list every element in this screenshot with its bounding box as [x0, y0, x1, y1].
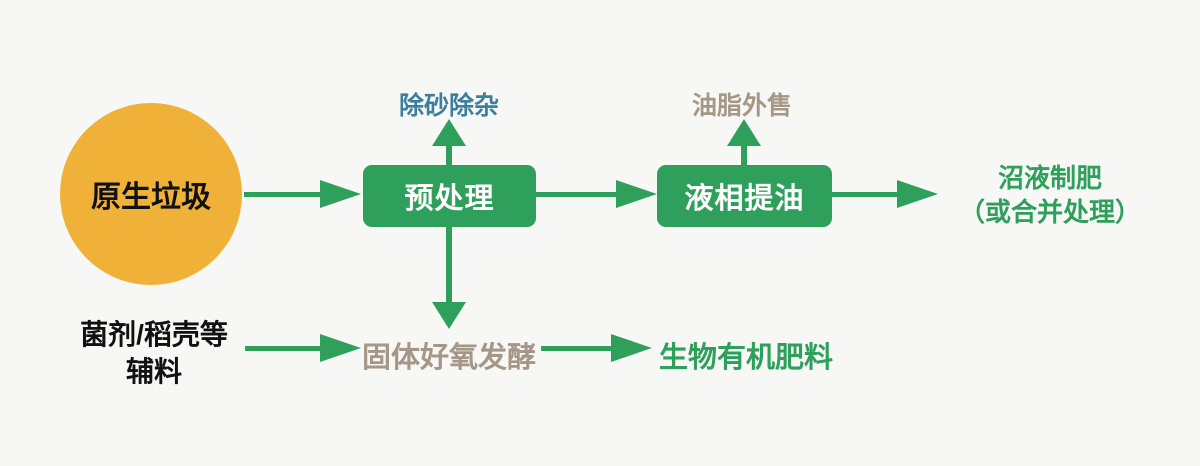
arrowhead-right-icon: [320, 180, 361, 208]
arrow-shaft: [536, 191, 616, 197]
arrow-pretreatment-to-oil-extraction: [536, 180, 657, 208]
arrow-pretreatment-to-aerobic-fermentation: [432, 227, 466, 329]
node-oil-extraction-label: 液相提油: [684, 183, 805, 215]
arrow-shaft: [741, 146, 747, 166]
arrow-shaft: [244, 191, 320, 197]
node-pretreatment: 预处理: [363, 165, 536, 227]
label-biogas-fertilizer: 沼液制肥 （或合并处理）: [958, 163, 1141, 227]
arrowhead-right-icon: [616, 180, 657, 208]
arrow-auxiliary-to-aerobic-fermentation: [245, 334, 361, 362]
node-pretreatment-label: 预处理: [404, 183, 495, 215]
node-raw-waste-label: 原生垃圾: [91, 181, 211, 214]
arrow-pretreatment-to-desanding: [432, 119, 466, 166]
label-auxiliary-materials: 菌剂/稻壳等 辅料: [80, 319, 228, 387]
node-oil-extraction: 液相提油: [657, 165, 832, 227]
arrow-oil-extraction-to-biogas-fertilizer: [832, 180, 938, 208]
label-aerobic-fermentation: 固体好氧发酵: [361, 342, 536, 374]
arrowhead-right-icon: [320, 334, 361, 362]
node-raw-waste: 原生垃圾: [60, 103, 242, 285]
arrow-raw-waste-to-pretreatment: [244, 180, 361, 208]
arrow-oil-extraction-to-oil-sale: [727, 119, 761, 166]
arrow-shaft: [541, 345, 611, 351]
arrowhead-up-icon: [432, 119, 466, 146]
arrowhead-down-icon: [432, 302, 466, 329]
arrowhead-right-icon: [897, 180, 938, 208]
label-bio-organic-fertilizer: 生物有机肥料: [658, 342, 833, 374]
arrow-shaft: [446, 227, 452, 302]
arrowhead-right-icon: [611, 334, 652, 362]
arrow-shaft: [446, 146, 452, 166]
label-oil-sale: 油脂外售: [691, 92, 792, 120]
arrow-shaft: [832, 191, 897, 197]
arrow-aerobic-fermentation-to-bio-fertilizer: [541, 334, 652, 362]
arrow-shaft: [245, 345, 320, 351]
arrowhead-up-icon: [727, 119, 761, 146]
label-desanding: 除砂除杂: [398, 92, 499, 120]
